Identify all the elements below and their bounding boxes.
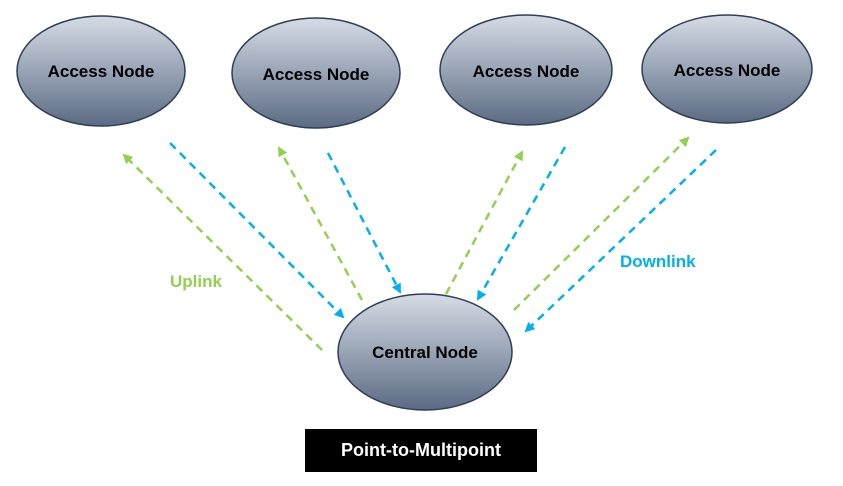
- access-node-4: Access Node: [641, 14, 813, 124]
- uplink-arrow-3: [444, 150, 524, 295]
- downlink-arrow-2: [326, 152, 402, 294]
- uplink-arrow-2: [277, 146, 364, 301]
- downlink-label: Downlink: [620, 252, 696, 271]
- access-node-3-label: Access Node: [473, 62, 580, 81]
- access-node-4-label: Access Node: [674, 61, 781, 80]
- access-node-1-label: Access Node: [48, 62, 155, 81]
- downlink-arrow-3: [476, 146, 567, 301]
- central-node-ellipse: [337, 293, 513, 411]
- central-node: Central Node: [337, 293, 513, 411]
- access-node-4-ellipse: [641, 14, 813, 124]
- access-node-3-ellipse: [439, 14, 613, 126]
- access-node-1: Access Node: [16, 15, 186, 127]
- uplink-arrows: [122, 136, 690, 351]
- uplink-label: Uplink: [170, 272, 222, 291]
- downlink-arrow-4: [524, 149, 717, 333]
- access-node-1-ellipse: [16, 15, 186, 127]
- central-node-label: Central Node: [372, 343, 478, 362]
- downlink-arrows: [169, 142, 717, 333]
- uplink-arrow-1: [122, 153, 323, 351]
- diagram-caption: Point-to-Multipoint: [305, 429, 537, 472]
- access-node-2: Access Node: [231, 17, 401, 129]
- uplink-arrow-4: [513, 136, 690, 311]
- access-node-2-ellipse: [231, 17, 401, 129]
- access-node-3: Access Node: [439, 14, 613, 126]
- access-node-2-label: Access Node: [263, 65, 370, 84]
